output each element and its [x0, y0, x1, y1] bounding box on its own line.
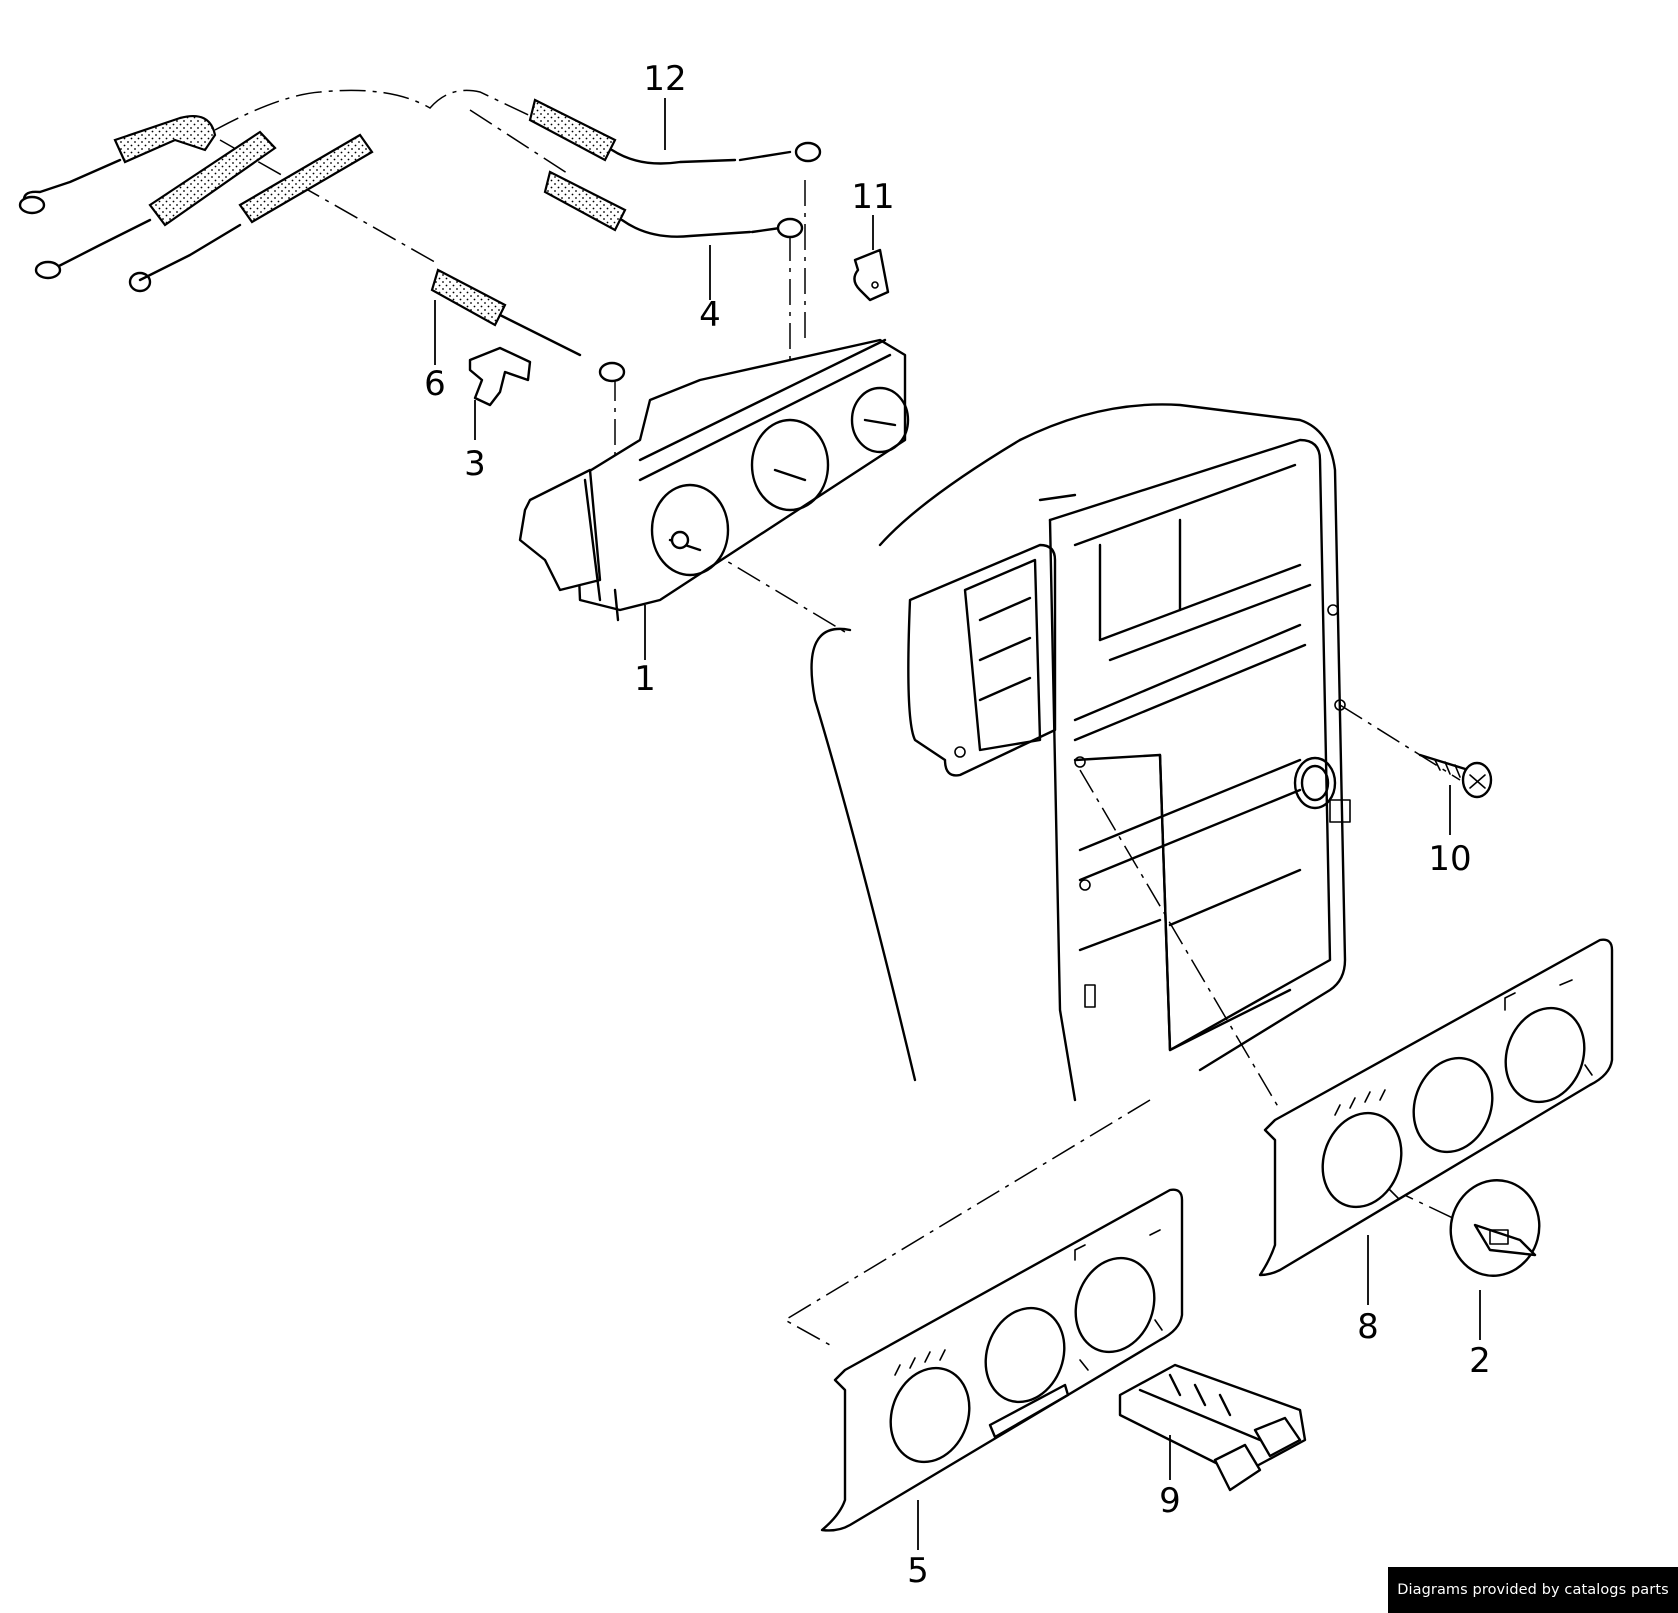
callout-4: 4 — [699, 295, 721, 335]
knob-item-2 — [1449, 1179, 1541, 1277]
callout-11: 10 — [1428, 839, 1471, 879]
cable-left-group — [18, 114, 374, 293]
switch-block-item-10 — [1118, 1363, 1307, 1492]
dashboard-console-frame — [810, 403, 1351, 1102]
credit-banner: Diagrams provided by catalogs parts — [1388, 1567, 1678, 1613]
cable-item-4 — [543, 170, 804, 239]
callout-6: 6 — [424, 364, 446, 404]
callout-5: 12 — [643, 59, 686, 99]
clip-item-12 — [853, 248, 890, 302]
callout-labels: 12 11 4 6 3 1 10 8 2 9 5 — [424, 59, 1491, 1591]
callout-12: 11 — [851, 177, 894, 217]
heater-control-unit — [518, 338, 910, 622]
credit-text: Diagrams provided by catalogs parts — [1397, 1582, 1669, 1598]
callout-2: 2 — [1469, 1341, 1491, 1381]
screw-item-11 — [1418, 753, 1493, 799]
trim-panel-item-9 — [820, 1188, 1184, 1532]
trim-panel-item-8 — [1258, 938, 1614, 1277]
cable-item-6 — [430, 268, 626, 383]
cable-item-5 — [528, 98, 822, 165]
callout-10: 9 — [1159, 1481, 1181, 1521]
leader-lines — [434, 98, 1481, 1550]
callout-9: 5 — [907, 1551, 929, 1591]
callout-1: 1 — [634, 659, 656, 699]
clip-item-3 — [468, 346, 532, 407]
callout-8: 8 — [1357, 1307, 1379, 1347]
callout-3: 3 — [464, 444, 486, 484]
